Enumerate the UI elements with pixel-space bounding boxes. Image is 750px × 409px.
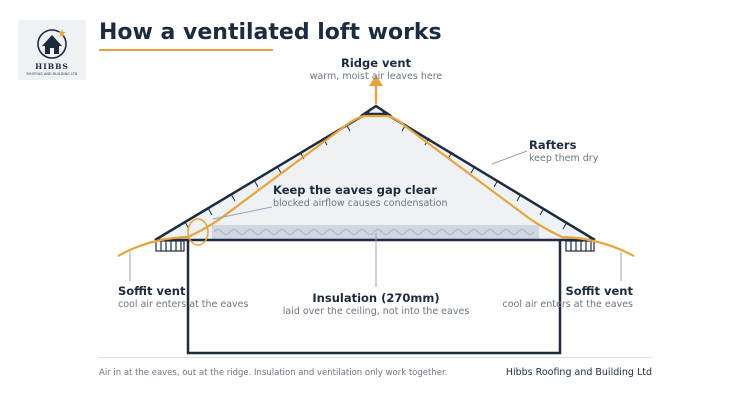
logo-wordmark: HIBBS	[35, 62, 69, 71]
ridge-vent-heading: Ridge vent	[340, 56, 412, 70]
soffit-left-heading: Soffit vent	[118, 284, 186, 298]
leader-eaves-gap	[212, 206, 273, 220]
footer-divider	[99, 357, 652, 358]
label-soffit-vent-left: Soffit vent cool air enters at the eaves	[118, 284, 248, 311]
loft-space	[155, 107, 595, 240]
soffit-right-heading: Soffit vent	[565, 284, 634, 298]
eaves-gap-sub: blocked airflow causes condensation	[273, 198, 448, 209]
title-underline	[99, 49, 273, 51]
insulation-sub: laid over the ceiling, not into the eave…	[282, 306, 470, 317]
insulation-layer	[212, 225, 539, 239]
label-eaves-gap: Keep the eaves gap clear blocked airflow…	[273, 183, 447, 210]
label-soffit-vent-right: Soffit vent cool air enters at the eaves	[503, 284, 633, 311]
eaves-gap-heading: Keep the eaves gap clear	[273, 183, 437, 197]
company-logo: HIBBS ROOFING AND BUILDING LTD	[18, 20, 86, 80]
label-insulation: Insulation (270mm) laid over the ceiling…	[276, 291, 476, 318]
soffit-vent-left-grille	[155, 240, 185, 252]
soffit-vent-right-grille	[565, 240, 595, 252]
rafters-sub: keep them dry	[529, 153, 599, 164]
eaves-gap-highlight	[187, 218, 209, 246]
insulation-texture	[213, 229, 535, 235]
label-ridge-vent: Ridge vent warm, moist air leaves here	[300, 56, 452, 83]
house-walls	[186, 240, 562, 355]
page-title: How a ventilated loft works	[99, 20, 442, 45]
ridge-cap	[359, 104, 393, 116]
soffit-left-sub: cool air enters at the eaves	[118, 299, 249, 310]
airflow-left	[117, 114, 376, 257]
soffit-right-sub: cool air enters at the eaves	[502, 299, 633, 310]
rafter-right	[382, 110, 596, 242]
insulation-heading: Insulation (270mm)	[312, 291, 440, 305]
ridge-vent-sub: warm, moist air leaves here	[309, 71, 443, 82]
house-logo-icon	[37, 29, 67, 59]
footer-company-name: Hibbs Roofing and Building Ltd	[505, 367, 652, 378]
footer-note: Air in at the eaves, out at the ridge. I…	[99, 368, 448, 378]
leader-rafters	[491, 150, 528, 165]
airflow-right	[376, 114, 635, 257]
label-rafters: Rafters keep them dry	[529, 138, 598, 165]
logo-tagline: ROOFING AND BUILDING LTD	[26, 72, 78, 76]
rafters-heading: Rafters	[529, 138, 577, 152]
ridge-arrow-head-icon	[369, 75, 383, 86]
